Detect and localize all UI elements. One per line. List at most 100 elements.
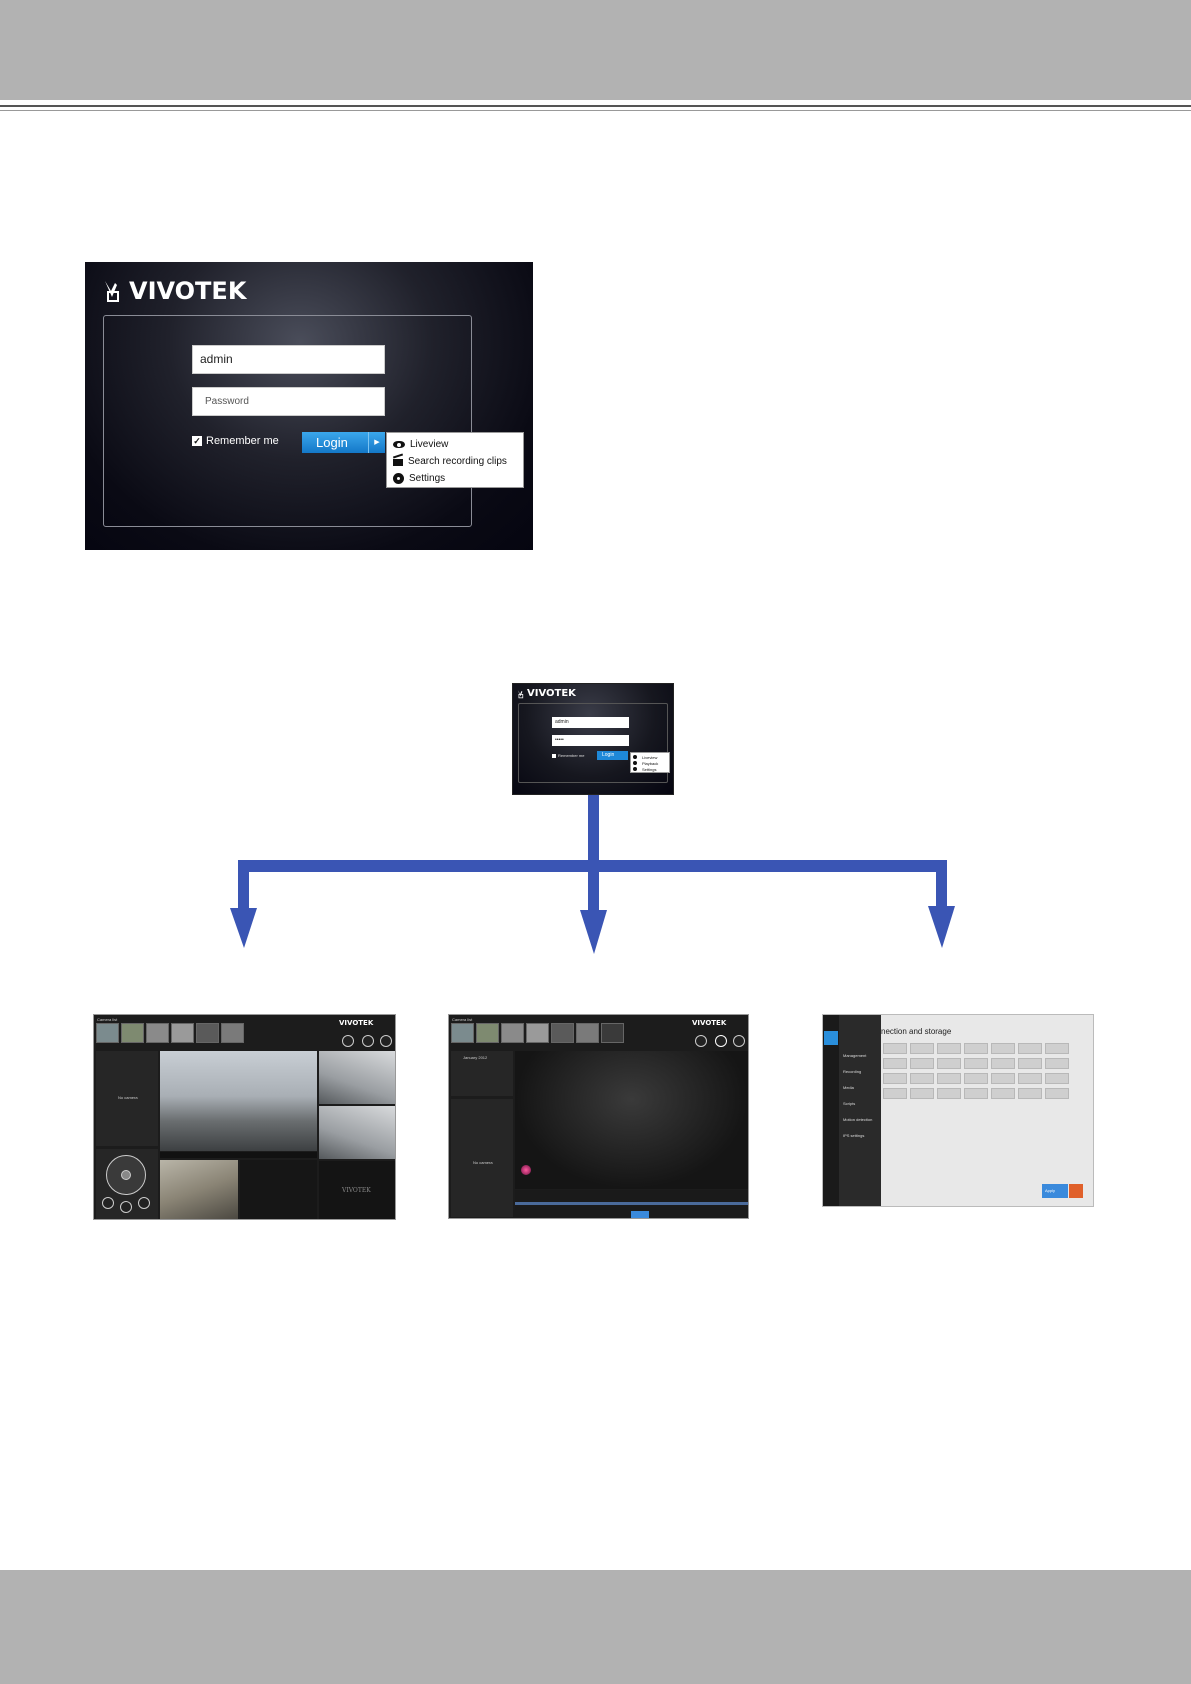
clapperboard-icon[interactable] — [362, 1035, 374, 1047]
checkbox-icon[interactable]: ✓ — [192, 436, 202, 446]
clapperboard-icon[interactable] — [715, 1035, 727, 1047]
clapperboard-icon — [633, 761, 637, 765]
camera-thumb[interactable] — [121, 1023, 144, 1043]
export-button[interactable] — [631, 1211, 649, 1218]
slot-cell[interactable] — [937, 1058, 961, 1069]
playback-thumbnail[interactable]: Camera list VIVOTEK January 2012 No came… — [448, 1014, 749, 1219]
iris-icon[interactable] — [138, 1197, 150, 1209]
slot-cell[interactable] — [910, 1058, 934, 1069]
gear-icon[interactable] — [824, 1031, 838, 1045]
chevron-right-icon[interactable]: ▶ — [368, 432, 385, 453]
timeline-track[interactable] — [515, 1202, 748, 1205]
password-field-small[interactable]: ••••• — [552, 735, 629, 746]
slot-cell[interactable] — [991, 1058, 1015, 1069]
login-button-small[interactable]: Login — [597, 751, 628, 760]
slot-cell[interactable] — [1045, 1073, 1069, 1084]
slot-cell[interactable] — [910, 1088, 934, 1099]
username-field[interactable]: admin — [192, 345, 385, 374]
camera-list-label: Camera list — [97, 1017, 118, 1022]
menu-item-playback-small[interactable]: Playback — [633, 760, 667, 766]
slot-cell[interactable] — [1018, 1088, 1042, 1099]
slot-cell[interactable] — [883, 1058, 907, 1069]
camera-thumb[interactable] — [171, 1023, 194, 1043]
slot-cell[interactable] — [964, 1088, 988, 1099]
slot-cell[interactable] — [1018, 1073, 1042, 1084]
slot-cell[interactable] — [991, 1043, 1015, 1054]
camera-thumb[interactable] — [601, 1023, 624, 1043]
video-feed-playback[interactable] — [515, 1051, 748, 1189]
settings-menu-item[interactable]: Scripts — [843, 1101, 856, 1106]
video-feed[interactable] — [319, 1051, 395, 1104]
remember-me-small[interactable]: Remember me — [552, 753, 584, 758]
slot-cell[interactable] — [964, 1043, 988, 1054]
eye-icon[interactable] — [342, 1035, 354, 1047]
video-feed[interactable] — [319, 1161, 395, 1219]
slot-cell[interactable] — [1018, 1043, 1042, 1054]
camera-thumb[interactable] — [526, 1023, 549, 1043]
ptz-center-icon[interactable] — [121, 1170, 131, 1180]
settings-thumbnail[interactable]: Management Recording Media Scripts Motio… — [822, 1014, 1094, 1207]
calendar-panel[interactable] — [451, 1051, 513, 1096]
gear-icon[interactable] — [380, 1035, 392, 1047]
camera-thumb[interactable] — [501, 1023, 524, 1043]
slot-cell[interactable] — [1045, 1043, 1069, 1054]
view-panel — [96, 1051, 158, 1146]
gear-icon[interactable] — [733, 1035, 745, 1047]
login-button[interactable]: Login ▶ — [302, 432, 385, 453]
password-field[interactable]: Password — [192, 387, 385, 416]
username-field-small[interactable]: admin — [552, 717, 629, 728]
video-feed[interactable] — [160, 1160, 238, 1219]
close-icon[interactable] — [1069, 1184, 1083, 1198]
focus-icon[interactable] — [120, 1201, 132, 1213]
slot-cell[interactable] — [991, 1088, 1015, 1099]
eye-icon[interactable] — [695, 1035, 707, 1047]
slot-cell[interactable] — [910, 1073, 934, 1084]
slot-cell[interactable] — [883, 1073, 907, 1084]
video-feed[interactable] — [240, 1160, 317, 1219]
menu-item-search-recording-clips[interactable]: Search recording clips — [393, 453, 517, 470]
camera-thumb[interactable] — [451, 1023, 474, 1043]
video-feed[interactable] — [319, 1106, 395, 1159]
menu-item-liveview[interactable]: Liveview — [393, 436, 517, 453]
slot-cell[interactable] — [964, 1073, 988, 1084]
slot-cell[interactable] — [883, 1043, 907, 1054]
brand-text: VIVOTEK — [129, 277, 247, 305]
remember-me-checkbox[interactable]: ✓ Remember me — [192, 435, 279, 447]
zoom-icon[interactable] — [102, 1197, 114, 1209]
video-feed-main[interactable] — [160, 1051, 317, 1151]
slot-cell[interactable] — [1045, 1088, 1069, 1099]
video-toolbar — [160, 1152, 317, 1158]
slot-cell[interactable] — [1018, 1058, 1042, 1069]
slot-cell[interactable] — [991, 1073, 1015, 1084]
login-screenshot: VIVOTEK admin Password ✓ Remember me Log… — [85, 262, 533, 550]
slot-cell[interactable] — [937, 1073, 961, 1084]
checkbox-icon[interactable] — [552, 753, 556, 758]
liveview-thumbnail[interactable]: Camera list VIVOTEK No camera VIVOTEK — [93, 1014, 396, 1220]
settings-menu-item[interactable]: Media — [843, 1085, 854, 1090]
arrow-mid-head — [580, 910, 607, 954]
timeline[interactable] — [515, 1190, 748, 1210]
settings-menu-item[interactable]: Management — [843, 1053, 867, 1058]
slot-cell[interactable] — [937, 1088, 961, 1099]
camera-thumb[interactable] — [576, 1023, 599, 1043]
settings-menu-item[interactable]: IPS settings — [843, 1133, 865, 1138]
camera-thumb[interactable] — [96, 1023, 119, 1043]
camera-thumb[interactable] — [196, 1023, 219, 1043]
settings-menu-item[interactable]: Motion detection — [843, 1117, 873, 1122]
menu-item-settings-small[interactable]: Settings — [633, 766, 667, 772]
menu-item-settings[interactable]: Settings — [393, 470, 517, 487]
slot-cell[interactable] — [937, 1043, 961, 1054]
slot-cell[interactable] — [883, 1088, 907, 1099]
camera-thumb[interactable] — [221, 1023, 244, 1043]
slot-cell[interactable] — [910, 1043, 934, 1054]
settings-icon-bar — [823, 1015, 839, 1206]
apply-button[interactable]: Apply — [1042, 1184, 1068, 1198]
camera-thumb[interactable] — [476, 1023, 499, 1043]
slot-cell[interactable] — [964, 1058, 988, 1069]
slot-cell[interactable] — [1045, 1058, 1069, 1069]
camera-thumb[interactable] — [551, 1023, 574, 1043]
camera-thumb[interactable] — [146, 1023, 169, 1043]
menu-item-liveview-small[interactable]: Liveview — [633, 754, 667, 760]
settings-menu-item[interactable]: Recording — [843, 1069, 862, 1074]
header-rule-thin — [0, 110, 1191, 111]
